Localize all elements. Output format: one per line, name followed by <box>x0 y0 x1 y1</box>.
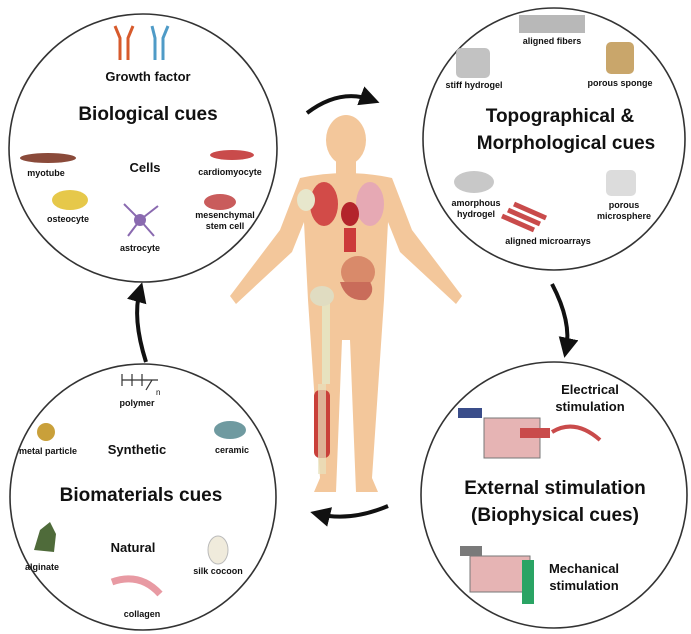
electrical-stimulation-device <box>458 408 602 459</box>
metal-particle-label: metal particle <box>18 446 78 456</box>
silk-cocoon-icon <box>207 535 229 565</box>
cardiomyocyte-label: cardiomyocyte <box>198 167 262 177</box>
arrow-external-to-bio <box>310 504 389 527</box>
biomaterials-cues-title: Biomaterials cues <box>59 485 223 506</box>
stiff-hydrogel-label: stiff hydrogel <box>445 80 503 90</box>
natural-label: Natural <box>110 540 156 555</box>
arrow-biomaterials-to-bio <box>127 282 148 363</box>
polymer-subscript-n: n <box>156 388 161 397</box>
collagen-label: collagen <box>123 609 161 619</box>
stiff-hydrogel-icon <box>456 48 490 78</box>
biological-cues-title: Biological cues <box>78 104 218 125</box>
amorphous-label: amorphous <box>451 198 501 208</box>
synthetic-label: Synthetic <box>107 442 167 457</box>
porous-label: porous <box>608 200 640 210</box>
topographical-title-line2: Morphological cues <box>476 133 656 154</box>
porous-sponge-icon <box>606 42 634 74</box>
polymer-label: polymer <box>119 398 155 408</box>
myotube-icon <box>20 153 76 163</box>
aligned-fibers-icon <box>519 15 585 33</box>
porous-sponge-label: porous sponge <box>587 78 653 88</box>
biological-cues-circle <box>8 13 278 283</box>
aligned-microarrays-icon <box>500 201 548 233</box>
growth-factor-label: Growth factor <box>105 69 191 84</box>
ceramic-label: ceramic <box>214 445 250 455</box>
external-stimulation-title-line1: External stimulation <box>464 478 646 499</box>
astrocyte-label: astrocyte <box>119 243 161 253</box>
electrical-label-line2: stimulation <box>555 399 625 414</box>
collagen-icon <box>110 575 163 597</box>
aligned-fibers-label: aligned fibers <box>522 36 582 46</box>
biomaterials-cues-circle <box>9 363 277 631</box>
osteocyte-label: osteocyte <box>46 214 90 224</box>
mechanical-label-line2: stimulation <box>549 578 619 593</box>
metal-particle-icon <box>37 423 55 441</box>
mesenchymal-label: mesenchymal <box>195 210 255 220</box>
mesenchymal-stem-cell-icon <box>204 194 236 210</box>
microsphere-label: microsphere <box>596 211 652 221</box>
alginate-icon <box>34 522 56 552</box>
arrow-bio-to-topo <box>305 86 380 115</box>
astrocyte-icon <box>123 203 159 237</box>
stem-cell-label: stem cell <box>205 221 245 231</box>
cardiomyocyte-icon <box>210 150 254 160</box>
amorphous-hydrogel-icon <box>454 171 494 193</box>
ceramic-icon <box>214 421 246 439</box>
arrow-topo-to-external <box>550 283 579 358</box>
porous-microsphere-icon <box>606 170 636 196</box>
aligned-microarrays-label: aligned microarrays <box>505 236 591 246</box>
electrical-label-line1: Electrical <box>561 382 619 397</box>
silk-cocoon-label: silk cocoon <box>193 566 243 576</box>
polymer-structure-icon <box>121 374 158 391</box>
external-stimulation-title-line2: (Biophysical cues) <box>471 505 639 526</box>
mechanical-stimulation-device <box>460 546 534 604</box>
alginate-label: alginate <box>24 562 60 572</box>
myotube-label: myotube <box>27 168 65 178</box>
growth-factor-icon <box>113 25 170 60</box>
topographical-title-line1: Topographical & <box>485 106 635 127</box>
osteocyte-icon <box>52 190 88 210</box>
cells-label: Cells <box>129 160 161 175</box>
hydrogel-label: hydrogel <box>456 209 496 219</box>
human-body <box>230 115 462 492</box>
mechanical-label-line1: Mechanical <box>548 561 620 576</box>
